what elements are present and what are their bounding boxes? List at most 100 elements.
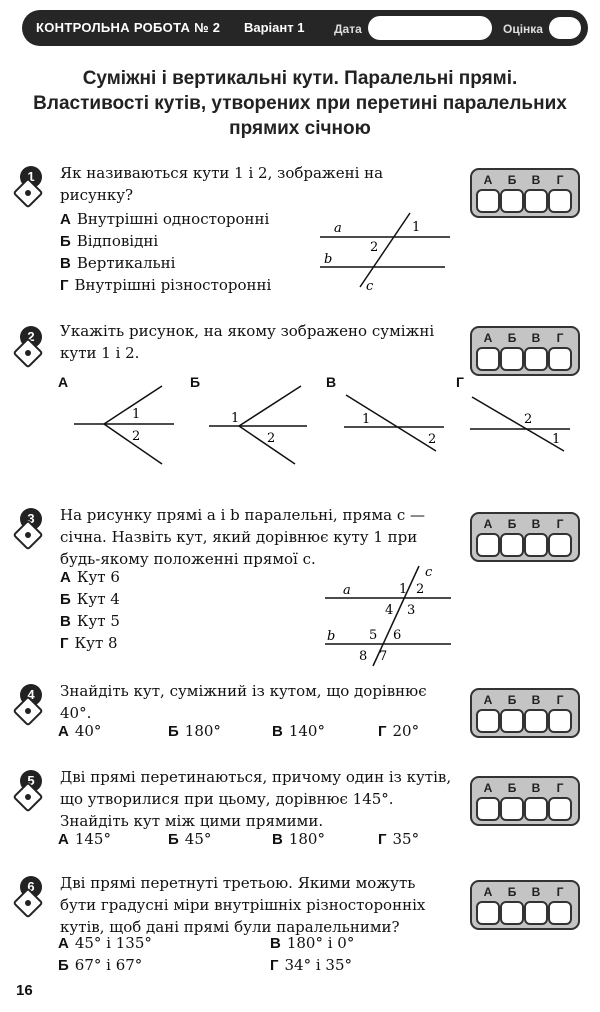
svg-text:2: 2 [267,431,275,446]
svg-text:8: 8 [359,649,367,664]
svg-text:a: a [343,583,351,598]
page-title: Суміжні і вертикальні кути. Паралельні п… [33,68,567,139]
answer-checkbox[interactable] [548,709,572,733]
date-label: Дата [334,22,362,36]
svg-text:2: 2 [524,412,532,427]
answer-checkbox[interactable] [476,901,500,925]
grade-field[interactable] [549,17,581,39]
answer-checkbox[interactable] [500,347,524,371]
figure-q2-a: 1 2 [74,385,174,465]
answer-letter: Б [507,331,517,345]
answer-letter: Б [507,173,517,187]
answer-checkbox[interactable] [524,189,548,213]
svg-text:c: c [425,565,433,580]
answer-checkbox[interactable] [524,533,548,557]
answer-checkbox[interactable] [476,189,500,213]
answer-checkbox[interactable] [476,709,500,733]
answer-checkbox[interactable] [476,347,500,371]
answer-checkbox[interactable] [500,797,524,821]
answer-checkbox[interactable] [524,901,548,925]
picture-label-c[interactable]: В [326,374,337,390]
answer-checkbox[interactable] [500,533,524,557]
figure-q2-d: 2 1 [470,396,570,452]
svg-text:a: a [334,221,342,236]
page-number: 16 [16,982,33,999]
answer-letter: Г [556,173,564,187]
answer-letter: А [483,693,493,707]
svg-text:6: 6 [393,628,401,643]
answer-checkbox[interactable] [548,901,572,925]
answer-checkbox[interactable] [500,189,524,213]
answer-letter: Б [507,885,517,899]
answer-checkbox[interactable] [524,797,548,821]
figure-q1: a b c 1 2 [320,212,450,294]
question-text: Дві прямі перетнуті третьою. Якими можут… [60,874,426,936]
date-field[interactable] [368,16,492,40]
figure-q3: a b c 1 2 4 3 5 6 8 7 [325,565,451,667]
answer-checkbox[interactable] [548,797,572,821]
answer-checkbox[interactable] [548,189,572,213]
svg-text:c: c [366,279,374,294]
answer-letter: Б [507,517,517,531]
question-text: Знайдіть кут, суміжний із кутом, що дорі… [60,682,427,722]
answer-checkbox[interactable] [524,347,548,371]
question-text: Укажіть рисунок, на якому зображено сумі… [60,322,435,362]
svg-text:1: 1 [362,412,370,427]
svg-text:5: 5 [369,628,377,643]
variant-label: Варіант 1 [244,20,305,35]
answer-letter: В [531,693,541,707]
header-bar [22,10,588,46]
answer-letter: В [531,331,541,345]
answer-letter: В [531,173,541,187]
answer-checkbox[interactable] [476,533,500,557]
answer-checkbox[interactable] [524,709,548,733]
answer-checkbox[interactable] [548,533,572,557]
svg-text:3: 3 [407,603,415,618]
answer-letter: Б [507,693,517,707]
answer-letter: А [483,331,493,345]
svg-text:4: 4 [385,603,393,618]
answer-letter: Г [556,781,564,795]
svg-text:2: 2 [428,432,436,447]
svg-text:b: b [324,252,332,267]
svg-text:1: 1 [412,220,420,235]
question-text: На рисунку прямі a і b паралельні, пряма… [60,506,426,568]
picture-label-b[interactable]: Б [190,374,201,390]
svg-text:1: 1 [231,411,239,426]
svg-text:2: 2 [370,240,378,255]
picture-label-d[interactable]: Г [456,374,464,390]
answer-checkbox[interactable] [500,709,524,733]
answer-checkbox[interactable] [476,797,500,821]
picture-label-a[interactable]: А [58,374,69,390]
answer-checkbox[interactable] [548,347,572,371]
answer-checkbox[interactable] [500,901,524,925]
grade-label: Оцінка [503,22,543,36]
answer-letter: Г [556,331,564,345]
